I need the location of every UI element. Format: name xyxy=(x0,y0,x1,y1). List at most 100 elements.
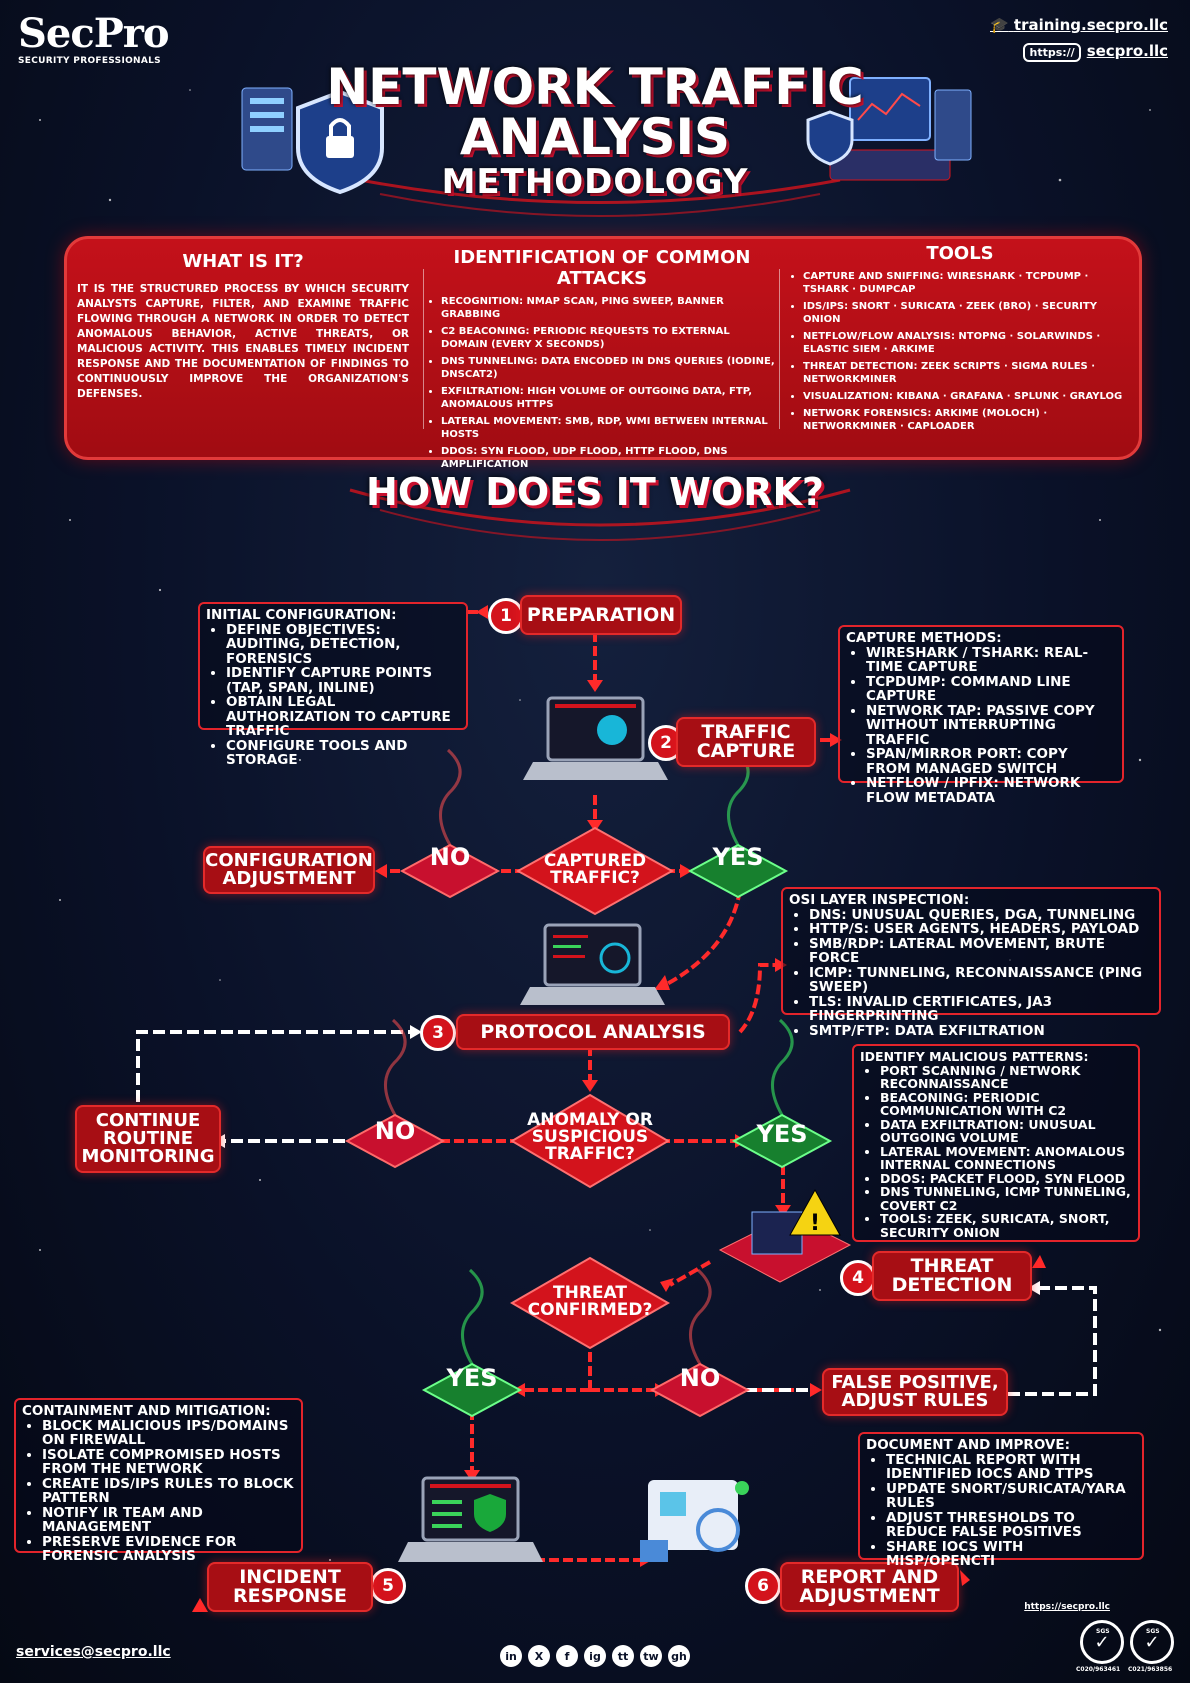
cert-code-2: C021/963856 xyxy=(1128,1666,1173,1673)
box-list: DEFINE OBJECTIVES: AUDITING, DETECTION, … xyxy=(206,622,460,768)
list-item: LATERAL MOVEMENT: SMB, RDP, WMI BETWEEN … xyxy=(441,415,777,441)
list-item: HTTP/S: USER AGENTS, HEADERS, PAYLOAD xyxy=(809,922,1153,937)
page-title: NETWORK TRAFFIC ANALYSIS METHODOLOGY xyxy=(300,62,890,202)
how-does-it-work-title: HOW DOES IT WORK? xyxy=(366,470,824,514)
list-item: IDENTIFY CAPTURE POINTS (TAP, SPAN, INLI… xyxy=(226,666,460,695)
no-label: NO xyxy=(679,1364,721,1392)
list-item: DEFINE OBJECTIVES: AUDITING, DETECTION, … xyxy=(226,622,460,667)
github-icon[interactable]: gh xyxy=(668,1645,690,1667)
list-item: SMTP/FTP: DATA EXFILTRATION xyxy=(809,1023,1153,1039)
configuration-adjustment: CONFIGURATION ADJUSTMENT xyxy=(203,846,375,894)
list-item: CREATE IDS/IPS RULES TO BLOCK PATTERN xyxy=(42,1476,295,1506)
box-list: WIRESHARK / TSHARK: REAL-TIME CAPTURETCP… xyxy=(846,645,1116,806)
tools-column: TOOLS CAPTURE AND SNIFFING: WIRESHARK · … xyxy=(789,243,1131,437)
box-title: DOCUMENT AND IMPROVE: xyxy=(866,1437,1070,1453)
false-positive-adjust-rules: FALSE POSITIVE, ADJUST RULES xyxy=(822,1368,1008,1416)
link-training[interactable]: 🎓 training.secpro.llc xyxy=(990,16,1168,34)
footer-url[interactable]: https://secpro.llc xyxy=(1024,1602,1110,1612)
step-threat-detection: THREAT DETECTION xyxy=(872,1251,1032,1301)
attacks-list: RECOGNITION: NMAP SCAN, PING SWEEP, BANN… xyxy=(427,295,777,471)
list-item: NETWORK FORENSICS: ARKIME (MOLOCH) · NET… xyxy=(803,407,1131,433)
box-title: CAPTURE METHODS: xyxy=(846,630,1002,646)
box-malicious-patterns: IDENTIFY MALICIOUS PATTERNS: PORT SCANNI… xyxy=(852,1044,1140,1242)
graduation-cap-icon: 🎓 xyxy=(990,16,1009,34)
list-item: VISUALIZATION: KIBANA · GRAFANA · SPLUNK… xyxy=(803,390,1131,403)
list-item: C2 BEACONING: PERIODIC REQUESTS TO EXTER… xyxy=(441,325,777,351)
list-item: SPAN/MIRROR PORT: COPY FROM MANAGED SWIT… xyxy=(866,747,1116,776)
report-illustration xyxy=(640,1480,749,1562)
box-list: BLOCK MALICIOUS IPS/DOMAINS ON FIREWALLI… xyxy=(22,1418,295,1564)
list-item: TCPDUMP: COMMAND LINE CAPTURE xyxy=(866,674,1116,704)
instagram-icon[interactable]: ig xyxy=(584,1645,606,1667)
list-item: CONFIGURE TOOLS AND STORAGE xyxy=(226,738,460,768)
list-item: WIRESHARK / TSHARK: REAL-TIME CAPTURE xyxy=(866,645,1116,675)
list-item: ICMP: TUNNELING, RECONNAISSANCE (PING SW… xyxy=(809,965,1153,995)
list-item: TECHNICAL REPORT WITH IDENTIFIED IOCS AN… xyxy=(886,1452,1136,1482)
box-title: IDENTIFY MALICIOUS PATTERNS: xyxy=(860,1049,1089,1064)
list-item: BEACONING: PERIODIC COMMUNICATION WITH C… xyxy=(880,1090,1132,1118)
box-capture-methods: CAPTURE METHODS: WIRESHARK / TSHARK: REA… xyxy=(838,625,1124,805)
tiktok-icon[interactable]: tt xyxy=(612,1645,634,1667)
list-item: NETFLOW/FLOW ANALYSIS: NTOPNG · SOLARWIN… xyxy=(803,330,1131,356)
server-shield-illustration xyxy=(241,87,384,195)
list-item: IDS/IPS: SNORT · SURICATA · ZEEK (BRO) ·… xyxy=(803,300,1131,326)
box-list: TECHNICAL REPORT WITH IDENTIFIED IOCS AN… xyxy=(866,1452,1136,1569)
decision-threat-confirmed: THREAT CONFIRMED? xyxy=(527,1283,653,1320)
divider xyxy=(779,269,780,429)
link-main[interactable]: https://secpro.llc xyxy=(990,42,1168,62)
box-title: CONTAINMENT AND MITIGATION: xyxy=(22,1403,271,1419)
contact-email[interactable]: services@secpro.llc xyxy=(16,1644,171,1660)
svg-text:!: ! xyxy=(810,1211,820,1236)
what-text: IT IS THE STRUCTURED PROCESS BY WHICH SE… xyxy=(77,283,409,400)
divider xyxy=(423,269,424,429)
decision-captured-traffic: CAPTURED TRAFFIC? xyxy=(543,851,647,888)
laptop-capture-illustration xyxy=(523,696,668,780)
title-line3: METHODOLOGY xyxy=(441,162,749,202)
list-item: NETWORK TAP: PASSIVE COPY WITHOUT INTERR… xyxy=(866,703,1116,748)
list-item: SHARE IOCS WITH MISP/OPENCTI xyxy=(886,1539,1136,1569)
box-document-improve: DOCUMENT AND IMPROVE: TECHNICAL REPORT W… xyxy=(858,1432,1144,1568)
step-5-badge: 5 xyxy=(370,1568,406,1604)
list-item: DDOS: PACKET FLOOD, SYN FLOOD xyxy=(880,1171,1132,1186)
list-item: CAPTURE AND SNIFFING: WIRESHARK · TCPDUM… xyxy=(803,270,1131,296)
list-item: BLOCK MALICIOUS IPS/DOMAINS ON FIREWALL xyxy=(42,1418,295,1448)
twitch-icon[interactable]: tw xyxy=(640,1645,662,1667)
laptop-threat-illustration: ! xyxy=(718,1188,852,1283)
step-traffic-capture: TRAFFIC CAPTURE xyxy=(676,717,816,767)
no-label: NO xyxy=(374,1117,416,1145)
step-3-badge: 3 xyxy=(420,1015,456,1051)
facebook-icon[interactable]: f xyxy=(556,1645,578,1667)
list-item: TLS: INVALID CERTIFICATES, JA3 FINGERPRI… xyxy=(809,994,1153,1024)
box-list: DNS: UNUSUAL QUERIES, DGA, TUNNELINGHTTP… xyxy=(789,907,1153,1039)
list-item: PRESERVE EVIDENCE FOR FORENSIC ANALYSIS xyxy=(42,1534,295,1564)
top-links: 🎓 training.secpro.llc https://secpro.llc xyxy=(990,16,1168,70)
url-box: https:// xyxy=(1023,43,1081,62)
tools-title: TOOLS xyxy=(926,243,994,264)
logo-text: SecPro xyxy=(18,10,170,57)
decision-anomaly: ANOMALY OR SUSPICIOUS TRAFFIC? xyxy=(527,1110,653,1164)
list-item: ISOLATE COMPROMISED HOSTS FROM THE NETWO… xyxy=(42,1447,295,1477)
certification-badge-icon: ✓ xyxy=(1080,1620,1124,1664)
linkedin-icon[interactable]: in xyxy=(500,1645,522,1667)
cert-sgs-label: SGS xyxy=(1146,1628,1160,1635)
list-item: DNS: UNUSUAL QUERIES, DGA, TUNNELING xyxy=(809,907,1153,923)
x-twitter-icon[interactable]: X xyxy=(528,1645,550,1667)
monitor-server-illustration xyxy=(806,77,972,181)
yes-label: YES xyxy=(756,1120,808,1148)
step-6-badge: 6 xyxy=(745,1568,781,1604)
title-line2: ANALYSIS xyxy=(459,108,731,166)
step-report-adjustment: REPORT AND ADJUSTMENT xyxy=(780,1562,959,1612)
logo-subtitle: SECURITY PROFESSIONALS xyxy=(18,56,161,66)
step-4-badge: 4 xyxy=(840,1260,876,1296)
list-item: UPDATE SNORT/SURICATA/YARA RULES xyxy=(886,1481,1136,1511)
list-item: EXFILTRATION: HIGH VOLUME OF OUTGOING DA… xyxy=(441,385,777,411)
continue-routine-monitoring: CONTINUE ROUTINE MONITORING xyxy=(75,1105,221,1173)
cert-sgs-label: SGS xyxy=(1096,1628,1110,1635)
list-item: DNS TUNNELING: DATA ENCODED IN DNS QUERI… xyxy=(441,355,777,381)
list-item: ADJUST THRESHOLDS TO REDUCE FALSE POSITI… xyxy=(886,1510,1136,1540)
yes-label: YES xyxy=(712,843,764,871)
list-item: DATA EXFILTRATION: UNUSUAL OUTGOING VOLU… xyxy=(880,1117,1132,1145)
tools-list: CAPTURE AND SNIFFING: WIRESHARK · TCPDUM… xyxy=(789,270,1131,433)
list-item: OBTAIN LEGAL AUTHORIZATION TO CAPTURE TR… xyxy=(226,695,460,739)
list-item: TOOLS: ZEEK, SURICATA, SNORT, SECURITY O… xyxy=(880,1212,1132,1239)
